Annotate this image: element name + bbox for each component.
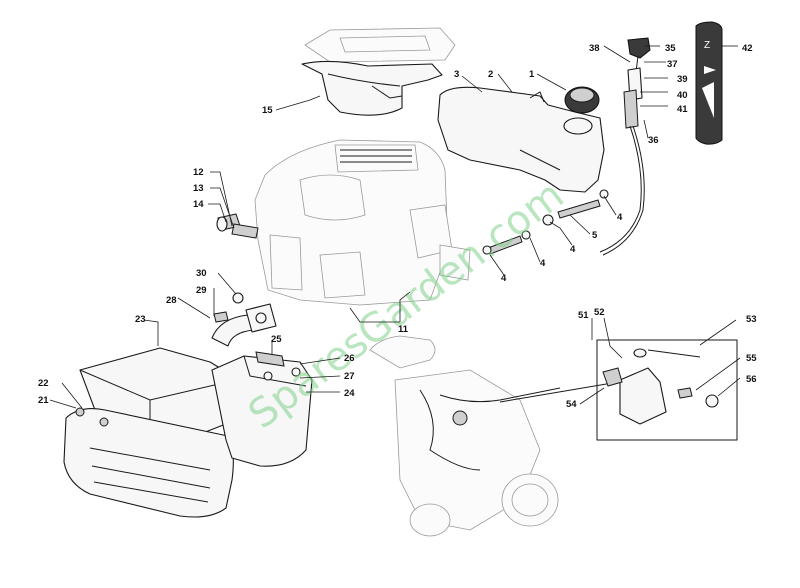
callout-1: 1 bbox=[529, 69, 535, 80]
fuel-tank bbox=[437, 86, 605, 193]
fuel-fittings bbox=[216, 213, 259, 239]
callout-40: 40 bbox=[677, 90, 688, 101]
callout-2: 2 bbox=[488, 69, 493, 80]
throttle-decal: Z bbox=[695, 21, 723, 145]
callout-35: 35 bbox=[665, 43, 676, 54]
callout-14: 14 bbox=[193, 199, 204, 210]
tractor-chassis bbox=[369, 335, 561, 537]
callout-labels: 15 3 2 1 12 13 14 4 5 4 4 4 11 38 35 37 … bbox=[38, 43, 757, 410]
callout-37: 37 bbox=[667, 59, 678, 70]
callout-24: 24 bbox=[344, 388, 355, 399]
callout-13: 13 bbox=[193, 183, 204, 194]
callout-51: 51 bbox=[578, 310, 589, 321]
callout-12: 12 bbox=[193, 167, 204, 178]
callout-42: 42 bbox=[742, 43, 753, 54]
callout-54: 54 bbox=[566, 399, 577, 410]
callout-23: 23 bbox=[135, 314, 146, 325]
fuel-lines bbox=[482, 189, 609, 255]
front-grille bbox=[63, 407, 234, 518]
callout-30: 30 bbox=[196, 268, 207, 279]
engine bbox=[254, 139, 471, 306]
callout-56: 56 bbox=[746, 374, 757, 385]
callout-55: 55 bbox=[746, 353, 757, 364]
callout-36: 36 bbox=[648, 135, 659, 146]
callout-5: 5 bbox=[592, 230, 598, 241]
throttle-control bbox=[599, 37, 651, 256]
callout-25: 25 bbox=[271, 334, 282, 345]
callout-22: 22 bbox=[38, 378, 49, 389]
callout-53: 53 bbox=[746, 314, 757, 325]
callout-4-c: 4 bbox=[540, 258, 546, 269]
callout-11: 11 bbox=[398, 324, 409, 335]
callout-28: 28 bbox=[166, 295, 177, 306]
callout-27: 27 bbox=[344, 371, 355, 382]
callout-4-a: 4 bbox=[617, 212, 623, 223]
callout-4-d: 4 bbox=[501, 273, 507, 284]
callout-41: 41 bbox=[677, 104, 688, 115]
callout-21: 21 bbox=[38, 395, 49, 406]
callout-26: 26 bbox=[344, 353, 355, 364]
callout-4-b: 4 bbox=[570, 244, 576, 255]
callout-3: 3 bbox=[454, 69, 459, 80]
leader-lines bbox=[49, 45, 741, 409]
breather-hose bbox=[211, 292, 277, 347]
callout-38: 38 bbox=[589, 43, 600, 54]
muffler bbox=[211, 351, 313, 467]
inset-detail-box bbox=[499, 339, 738, 441]
callout-39: 39 bbox=[677, 74, 688, 85]
callout-52: 52 bbox=[594, 307, 605, 318]
air-filter-cover bbox=[301, 27, 456, 116]
decal-glyph: Z bbox=[704, 40, 710, 51]
callout-15: 15 bbox=[262, 105, 273, 116]
callout-29: 29 bbox=[196, 285, 207, 296]
